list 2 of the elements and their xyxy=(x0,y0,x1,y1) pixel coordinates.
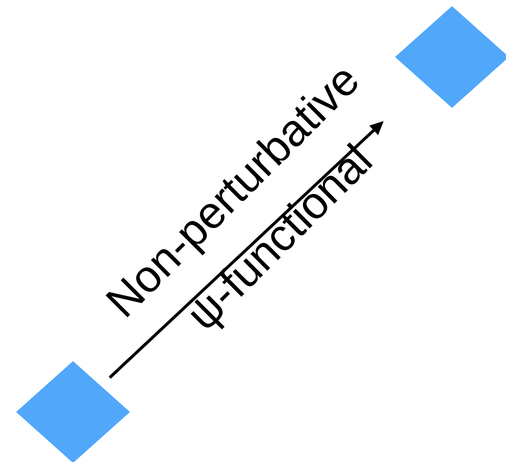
diamond-shape xyxy=(16,361,130,462)
diamond-shape xyxy=(395,6,506,108)
